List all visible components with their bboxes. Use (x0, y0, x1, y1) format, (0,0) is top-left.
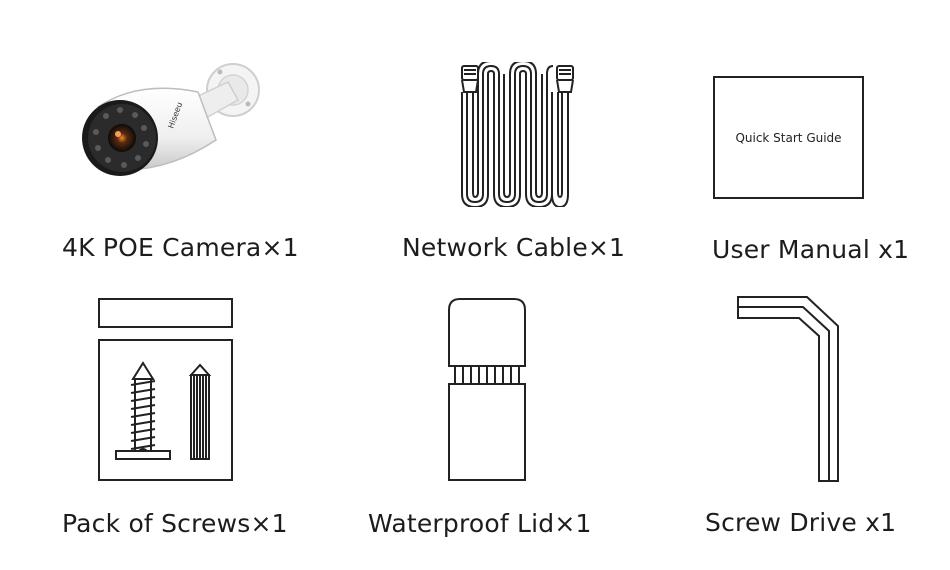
manual-cover-text: Quick Start Guide (735, 130, 842, 145)
item-label-camera: 4K POE Camera×1 (62, 233, 299, 262)
waterproof-lid-icon (448, 298, 526, 481)
hex-key-icon (737, 296, 839, 482)
item-label-screw-drive: Screw Drive x1 (705, 508, 897, 537)
item-label-waterproof-lid: Waterproof Lid×1 (368, 509, 592, 538)
network-cable-icon (461, 62, 574, 207)
screws-pack-icon (98, 298, 233, 481)
manual-icon: Quick Start Guide (713, 76, 864, 199)
item-label-screws: Pack of Screws×1 (62, 509, 288, 538)
item-label-network-cable: Network Cable×1 (402, 233, 626, 262)
item-label-user-manual: User Manual x1 (712, 235, 910, 264)
camera-image: Hiseeu (82, 63, 260, 176)
